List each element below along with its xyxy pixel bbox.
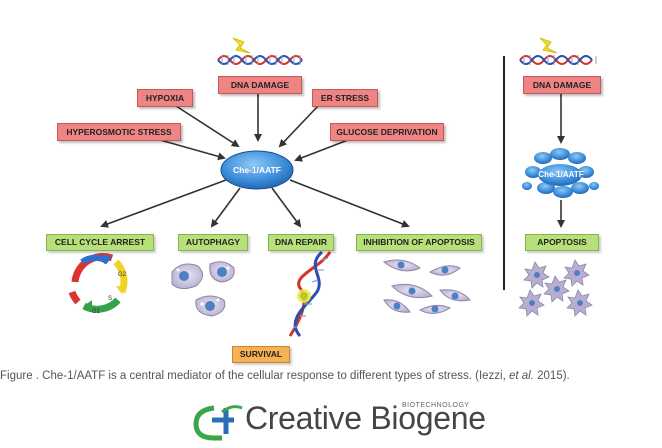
stressor-glucose-deprivation: GLUCOSE DEPRIVATION — [330, 123, 444, 141]
stress-arrows — [159, 94, 349, 162]
che1-node-left — [220, 150, 294, 190]
right-outcome-apoptosis: APOPTOSIS — [525, 234, 599, 251]
spindle-cells — [382, 259, 471, 314]
lightning-bolt-icon-left — [232, 37, 251, 54]
stressor-dna-damage: DNA DAMAGE — [218, 76, 302, 94]
creative-biogene-logo-icon — [193, 405, 243, 441]
right-stressor-dna-damage: DNA DAMAGE — [523, 76, 601, 94]
survival-box: SURVIVAL — [232, 346, 290, 363]
stressor-er-stress: ER STRESS — [312, 89, 378, 107]
outcome-arrows — [100, 179, 410, 228]
phase-label-s: S — [108, 296, 112, 302]
che1-label-right: Che-1/AATF — [538, 170, 584, 179]
stressor-hypoxia: HYPOXIA — [137, 89, 193, 107]
logo-wordmark: Creative Biogene — [245, 400, 486, 436]
che1-label-left: Che-1/AATF — [232, 165, 281, 175]
cell-cycle-wheel: G2 S G1 — [68, 252, 128, 315]
caption-prefix: Figure . Che-1/AATF is a central mediato… — [0, 370, 509, 382]
logo-subtitle: BIOTECHNOLOGY — [402, 402, 470, 409]
dna-helix-right — [519, 55, 597, 65]
che1-aggregate-right — [522, 148, 599, 198]
caption-italic: et al. — [509, 370, 534, 382]
figure-caption: Figure . Che-1/AATF is a central mediato… — [0, 370, 662, 382]
outcome-autophagy: AUTOPHAGY — [178, 234, 248, 251]
dna-helix-left — [217, 55, 303, 65]
outcome-inhibition-of-apoptosis: INHIBITION OF APOPTOSIS — [356, 234, 482, 251]
outcome-cell-cycle-arrest: CELL CYCLE ARREST — [46, 234, 154, 251]
stressor-hyperosmotic: HYPEROSMOTIC STRESS — [57, 123, 181, 141]
autophagy-cells — [171, 261, 235, 317]
phase-label-g1: G1 — [92, 309, 101, 315]
lightning-bolt-icon-right — [539, 37, 558, 54]
dna-repair-helix — [288, 250, 332, 337]
outcome-dna-repair: DNA REPAIR — [268, 234, 334, 251]
phase-label-g2: G2 — [118, 272, 127, 278]
apoptotic-cells — [518, 259, 593, 317]
caption-suffix: 2015). — [533, 370, 570, 382]
